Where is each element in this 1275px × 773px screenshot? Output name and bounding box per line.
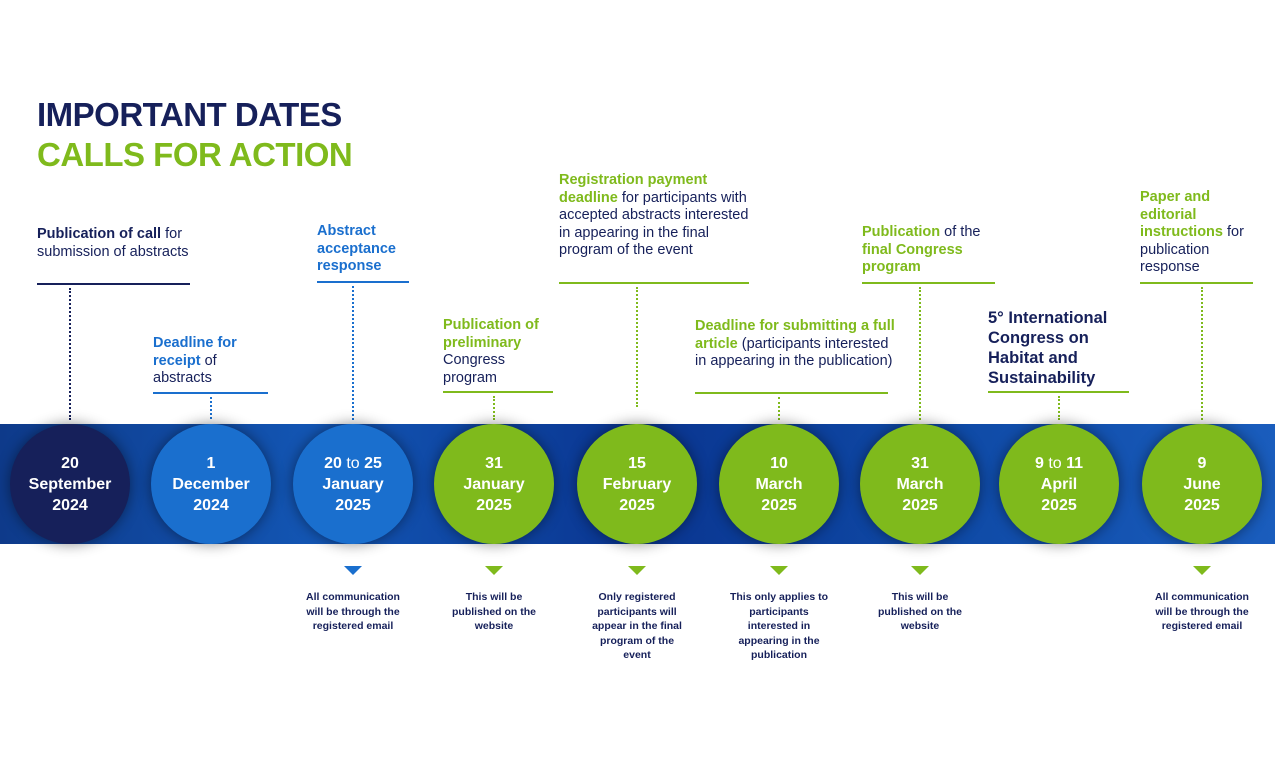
event-connector	[778, 397, 780, 420]
event-label-highlight: Publication of call	[37, 226, 162, 242]
event-label: Publication of the final Congress progra…	[862, 224, 1002, 277]
date-line: 2025	[476, 496, 512, 514]
event-underline	[153, 392, 268, 394]
event-note: All communication will be through the re…	[306, 591, 400, 632]
date-line: 2025	[1184, 496, 1220, 514]
down-triangle-icon	[770, 566, 788, 575]
down-triangle-icon	[485, 566, 503, 575]
event-connector	[69, 288, 71, 420]
event-label: Paper and editorial instructions for pub…	[1140, 189, 1265, 277]
event-label-highlight: 5° International Congress on Habitat and…	[988, 309, 1108, 387]
date-line: 2024	[193, 496, 229, 514]
event-underline	[443, 391, 553, 393]
event-underline	[988, 391, 1129, 393]
event-note: This will be published on the website	[452, 591, 536, 632]
date-line: 2024	[52, 496, 88, 514]
event-note: This only applies to participants intere…	[729, 591, 828, 661]
event-connector	[352, 286, 354, 420]
event-label-text: Congress program	[443, 352, 506, 386]
event-label: Deadline for submitting a full article (…	[695, 318, 900, 371]
event-label: Registration payment deadline for partic…	[559, 172, 759, 260]
down-triangle-icon	[911, 566, 929, 575]
date-line: 2025	[902, 496, 938, 514]
down-triangle-icon	[1193, 566, 1211, 575]
date-line: 2025	[619, 496, 655, 514]
event-label-text: for participants with accepted abstracts…	[559, 189, 749, 259]
event-label-highlight: Registration payment deadline	[559, 172, 708, 206]
event-underline	[317, 281, 409, 283]
event-label-highlight: Abstract acceptance response	[317, 223, 396, 274]
event-connector	[1201, 287, 1203, 420]
date-line: 9	[1197, 454, 1207, 472]
date-line: April	[1040, 475, 1078, 493]
date-line: 2025	[335, 496, 371, 514]
event-label-highlight: final Congress program	[862, 241, 963, 276]
event-connector	[493, 396, 495, 420]
event-label: Abstract acceptance response	[317, 223, 422, 276]
date-line: 15	[628, 454, 646, 472]
event-connector	[919, 287, 921, 420]
event-note: All communication will be through the re…	[1155, 591, 1249, 632]
date-line: January	[322, 475, 384, 493]
date-line: December	[172, 475, 250, 493]
date-line: 31	[485, 454, 503, 472]
event-connector	[1058, 396, 1060, 420]
date-line: September	[28, 475, 112, 493]
date-line: 20 to 25	[324, 454, 382, 472]
date-line: March	[896, 475, 944, 493]
event-connector	[210, 397, 212, 419]
event-label-text: for publication response	[1140, 224, 1244, 275]
date-line: February	[602, 475, 672, 493]
date-line: 31	[911, 454, 929, 472]
event-label: Deadline for receipt of abstracts	[153, 335, 273, 388]
event-label-highlight: Deadline for submitting a full article	[695, 318, 895, 352]
down-triangle-icon	[628, 566, 646, 575]
event-label: Publication of call for submission of ab…	[37, 226, 197, 261]
event-label-highlight: Publication of preliminary	[443, 317, 539, 351]
event-label-highlight: Publication	[862, 224, 941, 240]
event-label-highlight: Paper and editorial instructions	[1140, 189, 1223, 240]
date-circle: 20 to 25 January 2025	[293, 424, 413, 544]
event-connector	[636, 287, 638, 407]
page-subtitle: CALLS FOR ACTION	[37, 136, 353, 173]
date-line: 10	[770, 454, 788, 472]
event-label: 5° International Congress on Habitat and…	[988, 308, 1133, 388]
date-circle: 9 to 11 April 2025	[999, 424, 1119, 544]
date-line: 2025	[761, 496, 797, 514]
date-line: 2025	[1041, 496, 1077, 514]
date-line: 1	[206, 454, 216, 472]
page-title: IMPORTANT DATES	[37, 96, 342, 133]
event-underline	[37, 283, 190, 285]
event-underline	[559, 282, 749, 284]
date-line: 20	[61, 454, 79, 472]
date-line: June	[1183, 475, 1221, 493]
event-underline	[1140, 282, 1253, 284]
date-line: 9 to 11	[1034, 454, 1084, 472]
event-label-text: (participants interested in appearing in…	[695, 335, 893, 370]
event-label-text: of the	[940, 224, 981, 240]
down-triangle-icon	[344, 566, 362, 575]
event-note: This will be published on the website	[878, 591, 962, 632]
event-label: Publication of preliminary Congress prog…	[443, 317, 563, 387]
event-underline	[862, 282, 995, 284]
event-underline	[695, 392, 888, 394]
date-line: March	[755, 475, 803, 493]
date-line: January	[463, 475, 525, 493]
event-label-highlight: Deadline for receipt	[153, 335, 237, 369]
event-label-text: of abstracts	[153, 352, 217, 387]
event-note: Only registered participants will appear…	[592, 591, 682, 661]
event-label-text: for submission of abstracts	[37, 226, 189, 260]
